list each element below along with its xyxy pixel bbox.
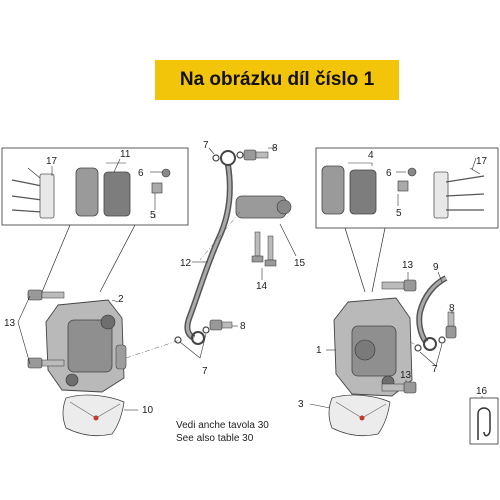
leader-lines (17, 147, 483, 411)
callout-labels: 17 11 6 5 7 8 12 15 14 8 7 2 13 10 1 3 4… (4, 140, 488, 416)
spring-clip-part (11, 173, 55, 219)
brake-hose-right (414, 275, 457, 352)
cover-bag-right (328, 394, 391, 436)
callout-15: 15 (294, 258, 306, 269)
cover-bag-left (62, 394, 125, 436)
callout-7-top: 7 (203, 140, 209, 151)
left-caliper-part (45, 299, 127, 393)
callout-12: 12 (180, 258, 192, 269)
brake-pad-part (75, 167, 131, 217)
callout-13-right-top: 13 (402, 260, 414, 271)
callout-17-right: 17 (476, 156, 488, 167)
note-english: See also table 30 (176, 433, 254, 444)
callout-7-mid: 7 (202, 366, 208, 377)
right-caliper-part (333, 297, 413, 397)
bleeder-screw-part (151, 168, 171, 210)
junction-screws-part (251, 231, 277, 267)
left-detail-box (1, 147, 189, 293)
bleeder-screw-part-right (397, 167, 417, 192)
callout-2: 2 (118, 294, 124, 305)
callout-5-right: 5 (396, 208, 402, 219)
callout-3: 3 (298, 399, 304, 410)
callout-13-right-bottom: 13 (400, 370, 412, 381)
lower-banjo-bolt-part (174, 319, 233, 344)
callout-13-left: 13 (4, 318, 16, 329)
hose-junction-part (235, 195, 292, 219)
callout-6-right: 6 (386, 168, 392, 179)
title-banner: Na obrázku díl číslo 1 (155, 60, 399, 100)
spring-clip-part-right (433, 171, 485, 219)
callout-7-right: 7 (432, 364, 438, 375)
callout-4: 4 (368, 150, 374, 161)
left-bolts-part (27, 289, 65, 369)
brake-hose-left (184, 150, 236, 345)
callout-16: 16 (476, 386, 488, 397)
hose-clip-part (469, 397, 499, 445)
note-italian: Vedi anche tavola 30 (176, 420, 269, 431)
callout-17-left: 17 (46, 156, 58, 167)
callout-14: 14 (256, 281, 268, 292)
brake-pad-part-right (321, 165, 377, 215)
callout-8-top: 8 (272, 143, 278, 154)
right-bolts-part (381, 279, 417, 394)
top-banjo-bolt-part (212, 149, 269, 162)
right-detail-box (315, 147, 499, 293)
callout-11: 11 (120, 149, 131, 160)
callout-1: 1 (316, 345, 322, 356)
callout-10: 10 (142, 405, 154, 416)
callout-8-mid: 8 (240, 321, 246, 332)
callout-9: 9 (433, 262, 439, 273)
callout-5-left: 5 (150, 210, 156, 221)
alignment-lines (125, 211, 419, 359)
title-text: Na obrázku díl číslo 1 (179, 69, 375, 90)
callout-6-left: 6 (138, 168, 144, 179)
callout-8-right: 8 (449, 303, 455, 314)
